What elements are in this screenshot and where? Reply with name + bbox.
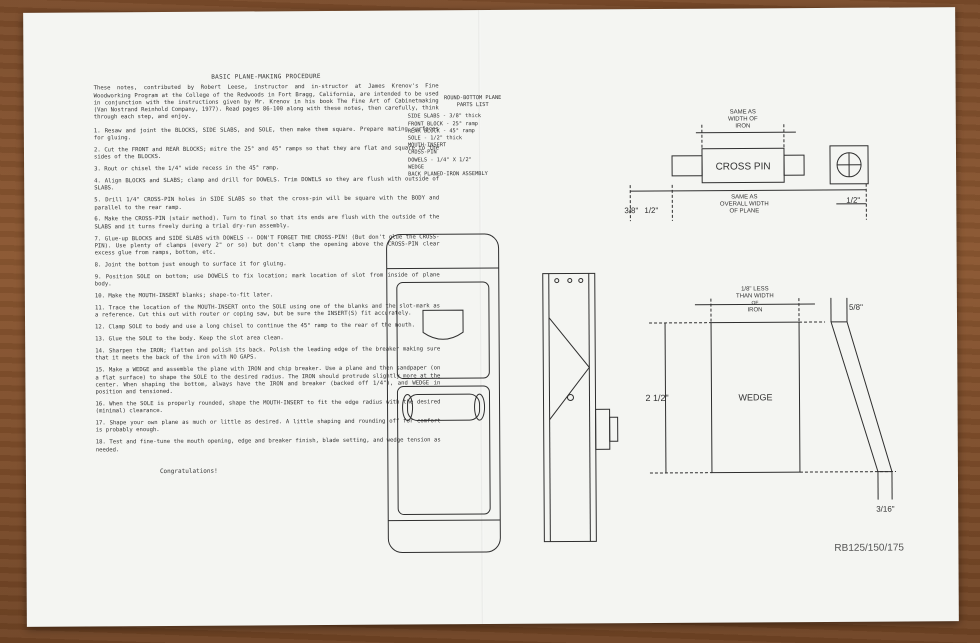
less-than-iron-line-3: OF: [751, 300, 758, 306]
same-as-plane-line-3: OF PLANE: [729, 208, 759, 214]
less-than-iron-line-2: THAN WIDTH: [736, 293, 774, 299]
less-than-iron-line-4: IRON: [747, 307, 762, 313]
same-as-iron-line-3: IRON: [735, 123, 750, 129]
less-than-iron-line-1: 1/8" LESS: [741, 286, 769, 292]
same-as-iron-line-1: SAME AS: [730, 109, 756, 115]
dim-5-8-label: 5/8": [849, 303, 863, 312]
wedge-drawing: [649, 297, 896, 500]
dim-3-8-label: 3/8": [624, 206, 638, 215]
cross-pin-label: CROSS PIN: [716, 161, 771, 172]
plane-side-view-drawing: [542, 272, 619, 543]
same-as-plane-line-2: OVERALL WIDTH: [720, 201, 769, 207]
drawing-reference-number: RB125/150/175: [834, 542, 904, 554]
plan-sheet: BASIC PLANE-MAKING PROCEDURE These notes…: [23, 7, 959, 627]
dim-3-16-label: 3/16": [876, 505, 895, 514]
dim-1-2-right-label: 1/2": [846, 196, 860, 205]
same-as-iron-line-2: WIDTH OF: [728, 116, 758, 122]
plane-body-drawing: [386, 233, 501, 554]
cross-pin-drawing: [629, 124, 869, 222]
technical-drawings: CROSS PIN SAME AS WIDTH OF IRON SAME AS …: [386, 109, 896, 554]
dim-2-half-label: 2 1/2": [645, 393, 668, 403]
wedge-label: WEDGE: [738, 392, 772, 402]
same-as-plane-line-1: SAME AS: [731, 194, 757, 200]
dim-1-2-left-label: 1/2": [644, 206, 658, 215]
